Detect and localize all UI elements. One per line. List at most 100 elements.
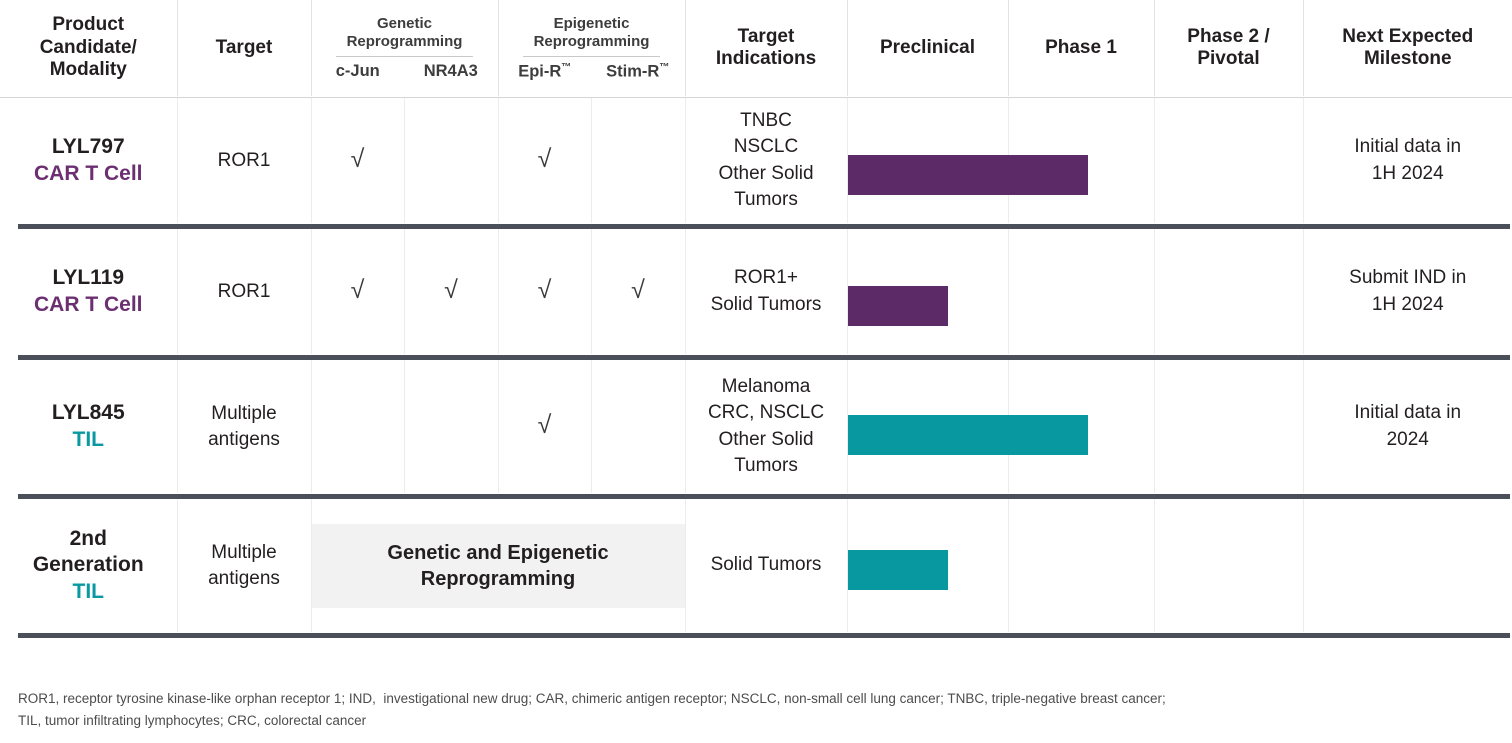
cell-phase1 — [1008, 360, 1155, 493]
cell-phase2 — [1154, 98, 1304, 223]
cell-nr4a3 — [404, 98, 499, 223]
cell-candidate: LYL845 TIL — [0, 360, 178, 493]
indication-item: CRC, NSCLC — [707, 402, 825, 424]
indication-item: Tumors — [734, 188, 798, 210]
indication-item: Other Solid — [718, 428, 814, 450]
indication-item: Solid Tumors — [710, 554, 822, 576]
checkmark-icon: √ — [537, 144, 552, 173]
checkmark-icon: √ — [537, 410, 552, 439]
cell-stimr: √ — [591, 229, 686, 354]
table-row: LYL119 CAR T Cell ROR1 √ √ √ √ ROR1+ Sol… — [0, 229, 1512, 354]
checkmark-icon: √ — [631, 275, 645, 304]
indication-item: Solid Tumors — [710, 293, 822, 315]
indication-item: NSCLC — [733, 136, 799, 158]
cell-candidate: LYL797 CAR T Cell — [0, 98, 178, 223]
cell-indications: Solid Tumors — [685, 499, 848, 632]
cell-phase2 — [1154, 499, 1304, 632]
header-line: Target — [737, 25, 795, 47]
candidate-name: LYL119 — [52, 266, 125, 290]
candidate-modality: CAR T Cell — [33, 292, 143, 316]
cell-target: Multiple antigens — [177, 360, 312, 493]
group-divider — [522, 55, 661, 57]
checkmark-icon: √ — [350, 275, 365, 304]
cell-target: ROR1 — [177, 98, 312, 223]
target-line: Multiple — [211, 542, 277, 564]
pipeline-table: Product Candidate/ Modality Target Genet… — [0, 0, 1512, 638]
cell-cjun — [311, 360, 405, 493]
trademark-icon: ™ — [659, 61, 670, 73]
cell-milestone — [1303, 499, 1512, 632]
cell-phase1 — [1008, 98, 1155, 223]
target-line: antigens — [208, 428, 280, 450]
cell-indications: TNBC NSCLC Other Solid Tumors — [685, 98, 848, 223]
header-line: Phase 2 / — [1187, 25, 1270, 47]
header-line: Product — [52, 14, 125, 36]
header-line: Epigenetic — [553, 14, 630, 32]
table-header: Product Candidate/ Modality Target Genet… — [0, 0, 1512, 98]
header-line: Next Expected — [1342, 25, 1474, 47]
combined-reprogramming-banner: Genetic and Epigenetic Reprogramming — [311, 523, 685, 608]
cell-phase2 — [1154, 360, 1304, 493]
cell-preclinical — [847, 360, 1009, 493]
group-title: Epigenetic Reprogramming — [499, 15, 685, 53]
header-line: Genetic — [376, 14, 433, 32]
stimr-label: Stim-R — [606, 62, 660, 81]
header-line: Pivotal — [1197, 48, 1260, 69]
column-header-epigenetic-reprogramming: Epigenetic Reprogramming Epi-R™ Stim-R™ — [498, 0, 686, 96]
epigenetic-subheaders: Epi-R™ Stim-R™ — [499, 62, 685, 82]
header-bottom-rule — [0, 96, 1512, 98]
column-header-phase2-pivotal: Phase 2 / Pivotal — [1154, 0, 1304, 96]
cell-epir: √ — [498, 360, 592, 493]
cell-indications: Melanoma CRC, NSCLC Other Solid Tumors — [685, 360, 848, 493]
combined-line: Reprogramming — [420, 567, 576, 590]
cell-epir: √ — [498, 98, 592, 223]
candidate-name: 2nd — [69, 527, 107, 551]
row-separator — [0, 354, 1512, 360]
table-body: LYL797 CAR T Cell ROR1 √ √ TNBC NSCLC Ot… — [0, 98, 1512, 638]
column-header-target-indications: Target Indications — [685, 0, 848, 96]
footnote-line: ROR1, receptor tyrosine kinase-like orph… — [18, 691, 1166, 706]
indication-item: Melanoma — [721, 376, 811, 398]
row-separator — [0, 632, 1512, 638]
table-row: 2nd Generation TIL Multiple antigens Gen… — [0, 499, 1512, 632]
candidate-name: LYL845 — [51, 401, 125, 425]
header-line: Modality — [49, 59, 127, 81]
candidate-modality: CAR T Cell — [33, 161, 143, 185]
target-line: Multiple — [211, 403, 277, 425]
header-line: Indications — [715, 48, 817, 69]
cell-phase1 — [1008, 229, 1155, 354]
cell-milestone: Initial data in 2024 — [1303, 360, 1512, 493]
table-row: LYL797 CAR T Cell ROR1 √ √ TNBC NSCLC Ot… — [0, 98, 1512, 223]
group-divider — [335, 55, 474, 57]
cell-cjun: √ — [311, 229, 405, 354]
cell-nr4a3 — [404, 360, 499, 493]
row-separator — [0, 493, 1512, 499]
cell-target: Multiple antigens — [177, 499, 312, 632]
footnote-line: TIL, tumor infiltrating lymphocytes; CRC… — [18, 712, 367, 728]
column-header-epir: Epi-R™ — [499, 62, 592, 82]
milestone-line: 1H 2024 — [1371, 162, 1444, 184]
cell-preclinical — [847, 98, 1009, 223]
cell-phase2 — [1154, 229, 1304, 354]
column-header-target: Target — [177, 0, 312, 96]
footnotes: ROR1, receptor tyrosine kinase-like orph… — [18, 688, 1478, 732]
checkmark-icon: √ — [350, 144, 365, 173]
genetic-subheaders: c-Jun NR4A3 — [312, 62, 498, 81]
candidate-name: Generation — [32, 553, 144, 577]
combined-line: Genetic and Epigenetic — [387, 541, 609, 564]
column-header-genetic-reprogramming: Genetic Reprogramming c-Jun NR4A3 — [311, 0, 499, 96]
row-separator — [0, 223, 1512, 229]
cell-combined-reprogramming: Genetic and Epigenetic Reprogramming — [311, 499, 686, 632]
cell-preclinical — [847, 229, 1009, 354]
target-line: antigens — [208, 567, 280, 589]
epir-label: Epi-R — [518, 62, 562, 81]
checkmark-icon: √ — [537, 275, 552, 304]
column-header-preclinical: Preclinical — [847, 0, 1009, 96]
column-header-phase1: Phase 1 — [1008, 0, 1155, 96]
milestone-line: Initial data in — [1354, 136, 1462, 158]
cell-stimr — [591, 98, 686, 223]
cell-milestone: Submit IND in 1H 2024 — [1303, 229, 1512, 354]
cell-candidate: LYL119 CAR T Cell — [0, 229, 178, 354]
column-header-next-milestone: Next Expected Milestone — [1303, 0, 1512, 96]
